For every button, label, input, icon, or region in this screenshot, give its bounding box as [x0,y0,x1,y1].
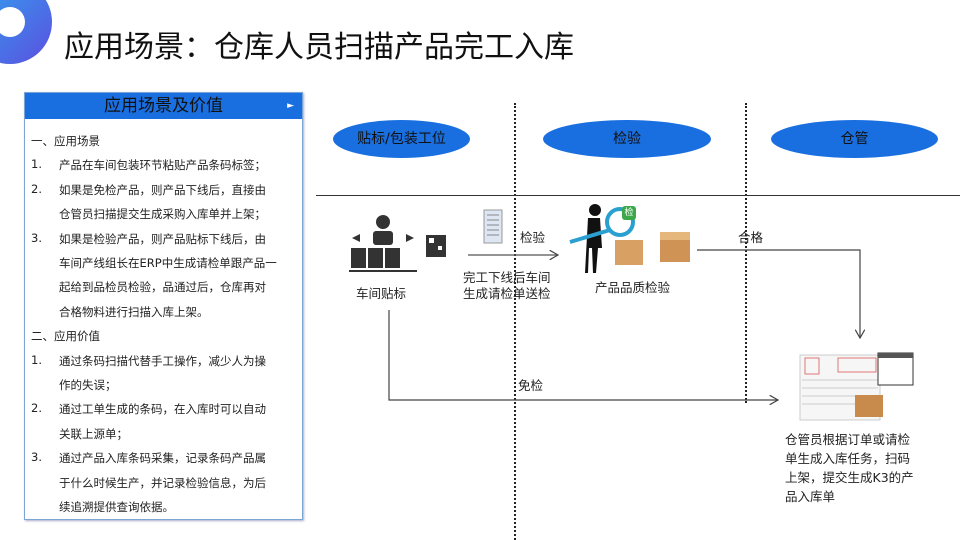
inspector-icon [569,204,635,273]
list-text: 作的失误； [59,378,117,392]
lane-divider [745,103,747,403]
lane-divider [514,103,516,540]
panel-header: 应用场景及价值 ► [25,93,302,119]
play-arrow-icon[interactable]: ► [287,101,294,111]
header-divider [316,195,960,196]
lane-inspection: 检验 [543,120,711,158]
list-number: 1. [31,352,42,367]
list-text: 产品在车间包装环节粘贴产品条码标签； [59,158,266,173]
list-text: 关联上源单； [59,426,128,441]
list-text: 起给到品检员检验，品通过后，仓库再对 [59,280,266,295]
list-number: 3. [31,450,42,465]
warehouse-description: 仓管员根据订单或请检 单生成入库任务，扫码 上架，提交生成K3的产 品入库单 [785,429,914,505]
list-number: 1. [31,157,42,172]
list-text: 仓管员扫描提交生成采购入库单并上架； [59,207,266,222]
list-text: 如果是检验产品，则产品贴标下线后，由 [59,231,266,246]
pass-label: 合格 [738,230,764,245]
arrow-exempt [388,310,778,400]
doc-caption-line2: 生成请检单送检 [463,286,551,301]
lane-labeling: 贴标/包装工位 [333,120,470,158]
list-text: 通过条码扫描代替手工操作，减少人为操 [59,353,266,368]
warehouse-line: 上架，提交生成K3的产 [785,470,914,485]
warehouse-line: 仓管员根据订单或请检 [785,432,911,447]
box-icon [615,232,690,265]
list-text: 合格物料进行扫描入库上架。 [59,304,209,319]
document-icon [483,209,503,244]
inspect-arrow-label: 检验 [520,230,546,245]
list-text: 于什么时候生产，并记录检验信息，为后 [59,475,266,490]
logo-ring [0,0,52,64]
list-text: 通过工单生成的条码，在入库时可以自动 [59,402,266,417]
list-text: 续追溯提供查询依据。 [59,500,174,514]
arrow-pass [697,249,860,338]
lane-warehouse: 仓管 [771,120,938,158]
panel-heading: 应用场景及价值 [104,96,223,116]
page-title: 应用场景：仓库人员扫描产品完工入库 [64,30,574,65]
section-heading: 二、应用价值 [31,329,100,344]
list-text: 车间产线组长在ERP中生成请检单跟产品一 [59,256,277,270]
warehouse-line: 单生成入库任务，扫码 [785,451,911,466]
quality-label: 产品品质检验 [595,280,671,295]
scenario-panel: 应用场景及价值 ► 一、应用场景 1. 产品在车间包装环节粘贴产品条码标签； 2. 如果… [24,92,303,520]
list-number: 2. [31,401,42,416]
exempt-label: 免检 [518,378,544,393]
list-text: 如果是免检产品，则产品下线后，直接由 [59,182,266,197]
doc-caption-line1: 完工下线后车间 [463,270,551,285]
inbound-form-icon [799,352,914,421]
inspection-badge: 检 [622,206,636,220]
qr-code-icon [426,235,446,257]
list-text: 通过产品入库条码采集，记录条码产品属 [59,451,266,466]
section-heading: 一、应用场景 [31,134,100,148]
worker-icon [349,215,417,272]
list-number: 3. [31,230,42,245]
list-number: 2. [31,181,42,196]
warehouse-line: 品入库单 [785,489,836,504]
workshop-label: 车间贴标 [356,286,407,301]
